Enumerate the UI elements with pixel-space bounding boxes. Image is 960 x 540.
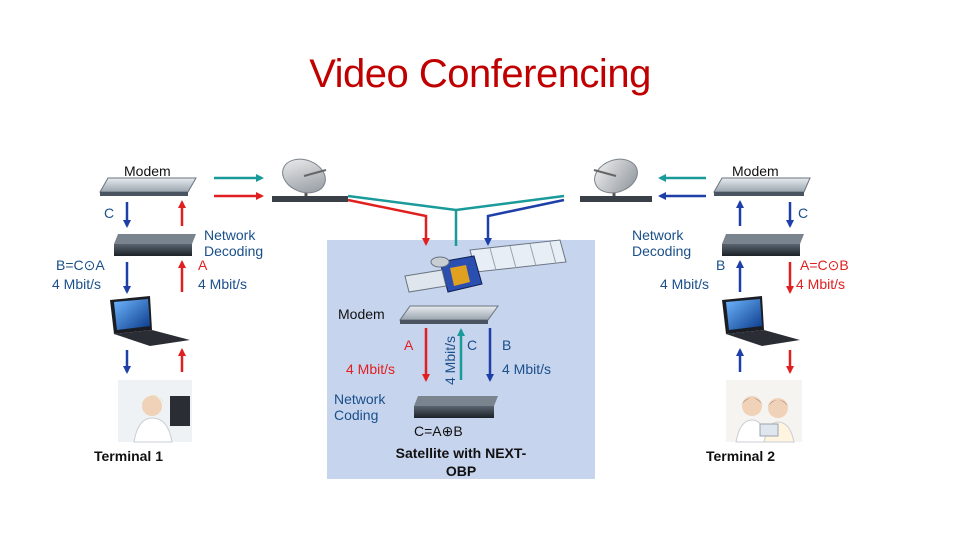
- center-b-label: B: [502, 337, 511, 353]
- page-title: Video Conferencing: [309, 52, 651, 96]
- left-decoding-label-2: Decoding: [204, 243, 263, 259]
- center-rate-a: 4 Mbit/s: [346, 361, 395, 377]
- satellite-caption-2: OBP: [446, 463, 476, 479]
- left-laptop-icon: [110, 296, 190, 346]
- left-modem-label: Modem: [124, 163, 171, 179]
- right-rate-left: 4 Mbit/s: [660, 276, 709, 292]
- satellite-caption-1: Satellite with NEXT-: [396, 445, 527, 461]
- center-coding-label-1: Network: [334, 391, 386, 407]
- center-c-label: C: [467, 337, 477, 353]
- right-c-label: C: [798, 205, 808, 221]
- center-rate-b: 4 Mbit/s: [502, 361, 551, 377]
- center-rate-c: 4 Mbit/s: [442, 336, 458, 385]
- left-a-label: A: [198, 257, 208, 273]
- right-terminal-people-icon: [726, 380, 802, 443]
- right-rate-right: 4 Mbit/s: [796, 276, 845, 292]
- uplink-v-lines: [347, 194, 565, 246]
- left-modem-icon: [99, 177, 197, 196]
- right-laptop-icon: [722, 296, 800, 346]
- center-a-label: A: [404, 337, 414, 353]
- satellite-icon: [404, 239, 567, 293]
- right-decoding-label-1: Network: [632, 227, 684, 243]
- center-modem-label: Modem: [338, 306, 385, 322]
- left-rate-right: 4 Mbit/s: [198, 276, 247, 292]
- right-modem-icon: [713, 177, 811, 196]
- right-network-decoder-icon: [722, 234, 804, 256]
- right-b-label: B: [716, 257, 725, 273]
- left-c-label: C: [104, 205, 114, 221]
- right-eq-label: A=C⊙B: [800, 257, 849, 273]
- terminal-2-label: Terminal 2: [706, 448, 775, 464]
- left-rate-left: 4 Mbit/s: [52, 276, 101, 292]
- center-coding-label-2: Coding: [334, 407, 378, 423]
- left-network-decoder-icon: [114, 234, 196, 256]
- right-satellite-dish-icon: [580, 158, 652, 202]
- right-modem-label: Modem: [732, 163, 779, 179]
- red-downlink-arrow: [347, 198, 430, 246]
- left-eq-label: B=C⊙A: [56, 257, 105, 273]
- left-decoding-label-1: Network: [204, 227, 256, 243]
- center-coding-eq: C=A⊕B: [414, 423, 463, 439]
- terminal-1-label: Terminal 1: [94, 448, 163, 464]
- left-terminal-person-icon: [118, 380, 192, 443]
- blue-downlink-arrow: [484, 198, 565, 246]
- center-network-coder-icon: [414, 396, 498, 418]
- left-satellite-dish-icon: [272, 158, 348, 202]
- center-modem-icon: [399, 305, 499, 324]
- right-decoding-label-2: Decoding: [632, 243, 691, 259]
